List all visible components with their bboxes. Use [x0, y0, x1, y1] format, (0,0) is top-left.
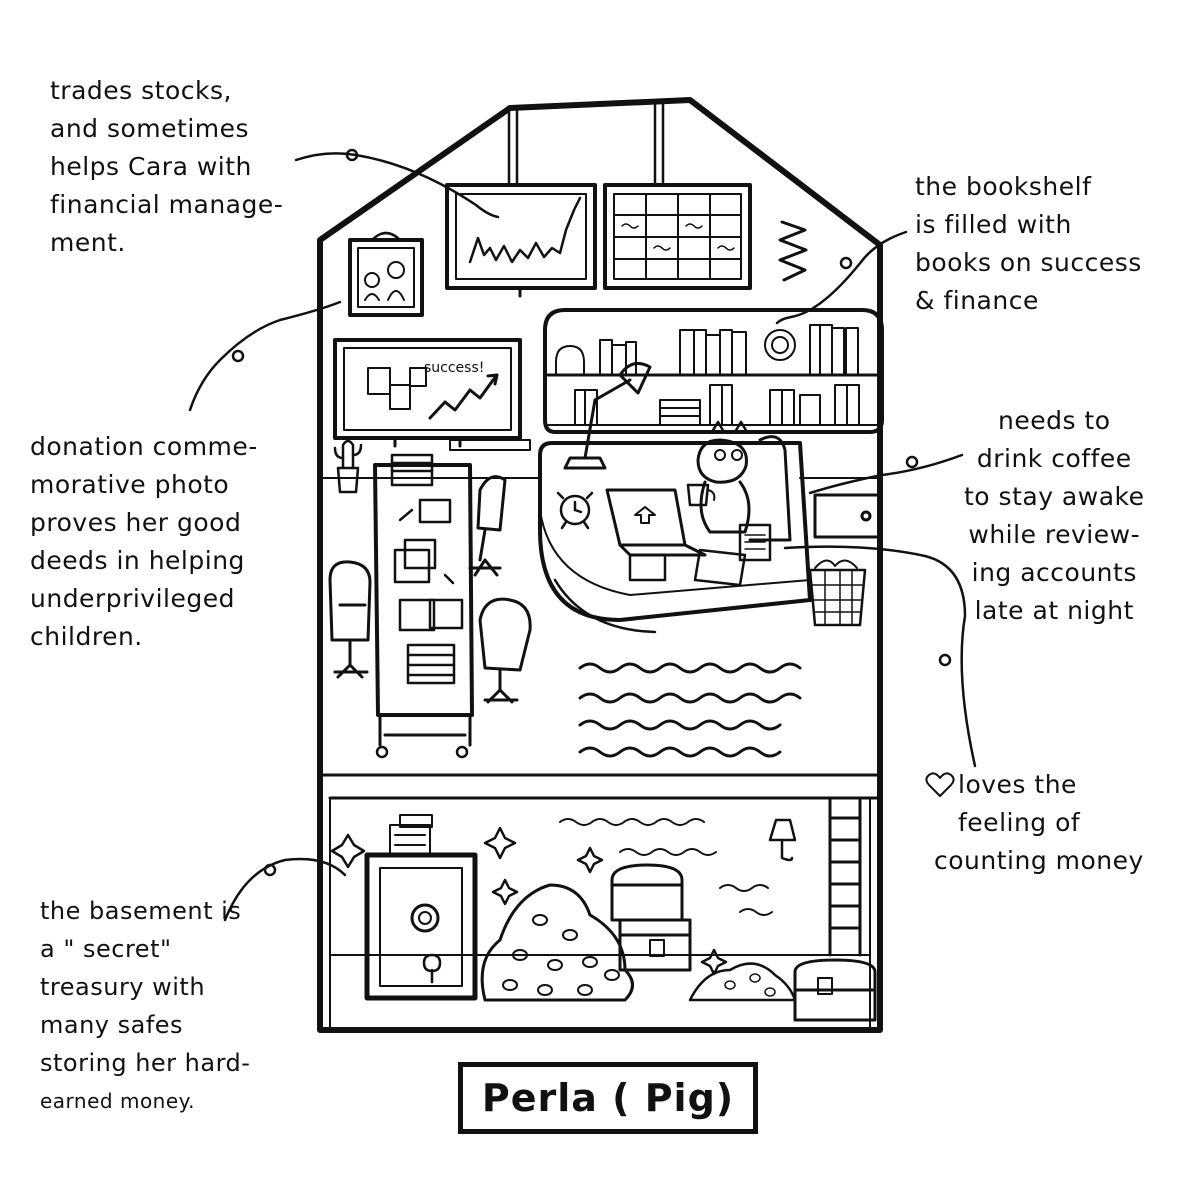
annotation-line: helps Cara with: [50, 152, 252, 181]
annotation-coffee: needs to drink coffee to stay awake whil…: [964, 402, 1145, 630]
annotation-line: trades stocks,: [50, 76, 232, 105]
annotation-line: many safes: [40, 1011, 184, 1039]
annotation-counting-money: loves the feeling of counting money: [934, 766, 1144, 880]
annotation-line: underprivileged: [30, 584, 235, 613]
annotation-basement: the basement is a " secret" treasury wit…: [40, 892, 250, 1120]
perla-pig-character: [686, 420, 751, 534]
annotation-line: loves the: [958, 770, 1077, 799]
cactus-plant: [333, 439, 363, 494]
annotation-line: the bookshelf: [915, 172, 1092, 201]
bookshelf: [543, 308, 884, 434]
annotation-donation-photo: donation comme- morative photo proves he…: [30, 428, 258, 656]
waste-basket: [808, 559, 867, 627]
laptop: [605, 488, 707, 557]
annotation-line: ing accounts: [971, 558, 1137, 587]
donation-photo-frame: [348, 231, 424, 317]
small-treasure-chest: [793, 958, 877, 1022]
long-work-table: [373, 453, 474, 759]
annotation-line: counting money: [934, 846, 1144, 875]
annotation-line: is filled with: [915, 210, 1072, 239]
big-safe: [364, 814, 478, 1001]
annotation-line: needs to: [997, 406, 1111, 435]
annotation-leader-lines: [188, 148, 977, 922]
annotation-bookshelf: the bookshelf is filled with books on su…: [915, 168, 1142, 320]
annotation-line: the basement is: [40, 897, 242, 925]
basement-wall-waves: [559, 818, 773, 916]
annotation-line: and sometimes: [50, 114, 250, 143]
annotation-line: earned money.: [40, 1089, 196, 1113]
office-chair-back: [748, 435, 792, 542]
annotation-line: books on success: [915, 248, 1142, 277]
l-shaped-desk: [538, 441, 812, 634]
house-outline: [317, 97, 883, 1033]
whiteboard-success-text: success!: [424, 360, 484, 376]
office-chair-right-2: [478, 597, 532, 704]
office-chair-left: [328, 560, 372, 679]
annotation-line: late at night: [974, 596, 1134, 625]
annotation-line: morative photo: [30, 470, 230, 499]
floor-rug-waves: [578, 662, 802, 758]
desk-lamp: [563, 361, 652, 470]
annotation-line: treasury with: [40, 973, 206, 1001]
coin-pile: [480, 883, 634, 1002]
wall-safe-small: [813, 493, 882, 539]
sparkles: [330, 826, 728, 976]
character-title-box: Perla ( Pig): [458, 1062, 758, 1134]
desk-paperwork: [628, 523, 772, 587]
annotation-line: & finance: [915, 286, 1039, 315]
annotation-line: ment.: [50, 228, 126, 257]
ceiling-poles: [507, 100, 665, 187]
annotation-stocks: trades stocks, and sometimes helps Cara …: [50, 72, 283, 262]
annotation-line: drink coffee: [976, 444, 1132, 473]
success-whiteboard: [333, 338, 531, 451]
annotation-line: deeds in helping: [30, 546, 245, 575]
annotation-line: to stay awake: [964, 482, 1145, 511]
wall-zigzag-decoration: [778, 220, 808, 282]
wall-lamp: [768, 818, 797, 862]
annotation-line: feeling of: [958, 808, 1081, 837]
annotation-line: donation comme-: [30, 432, 258, 461]
basement-ladder: [828, 798, 862, 957]
annotation-line: proves her good: [30, 508, 242, 537]
annotation-line: a " secret": [40, 935, 172, 963]
annotation-line: financial manage-: [50, 190, 284, 219]
treasure-chest-stack: [610, 863, 692, 972]
annotation-line: storing her hard-: [40, 1049, 251, 1077]
small-coin-pile: [688, 962, 797, 1002]
annotation-line: children.: [30, 622, 143, 651]
spreadsheet-monitor: [603, 183, 752, 290]
character-title: Perla ( Pig): [481, 1076, 735, 1120]
office-chair-right-1: [468, 475, 507, 577]
annotation-line: while review-: [968, 520, 1141, 549]
stock-chart-monitor: [445, 183, 597, 298]
alarm-clock: [556, 491, 594, 530]
